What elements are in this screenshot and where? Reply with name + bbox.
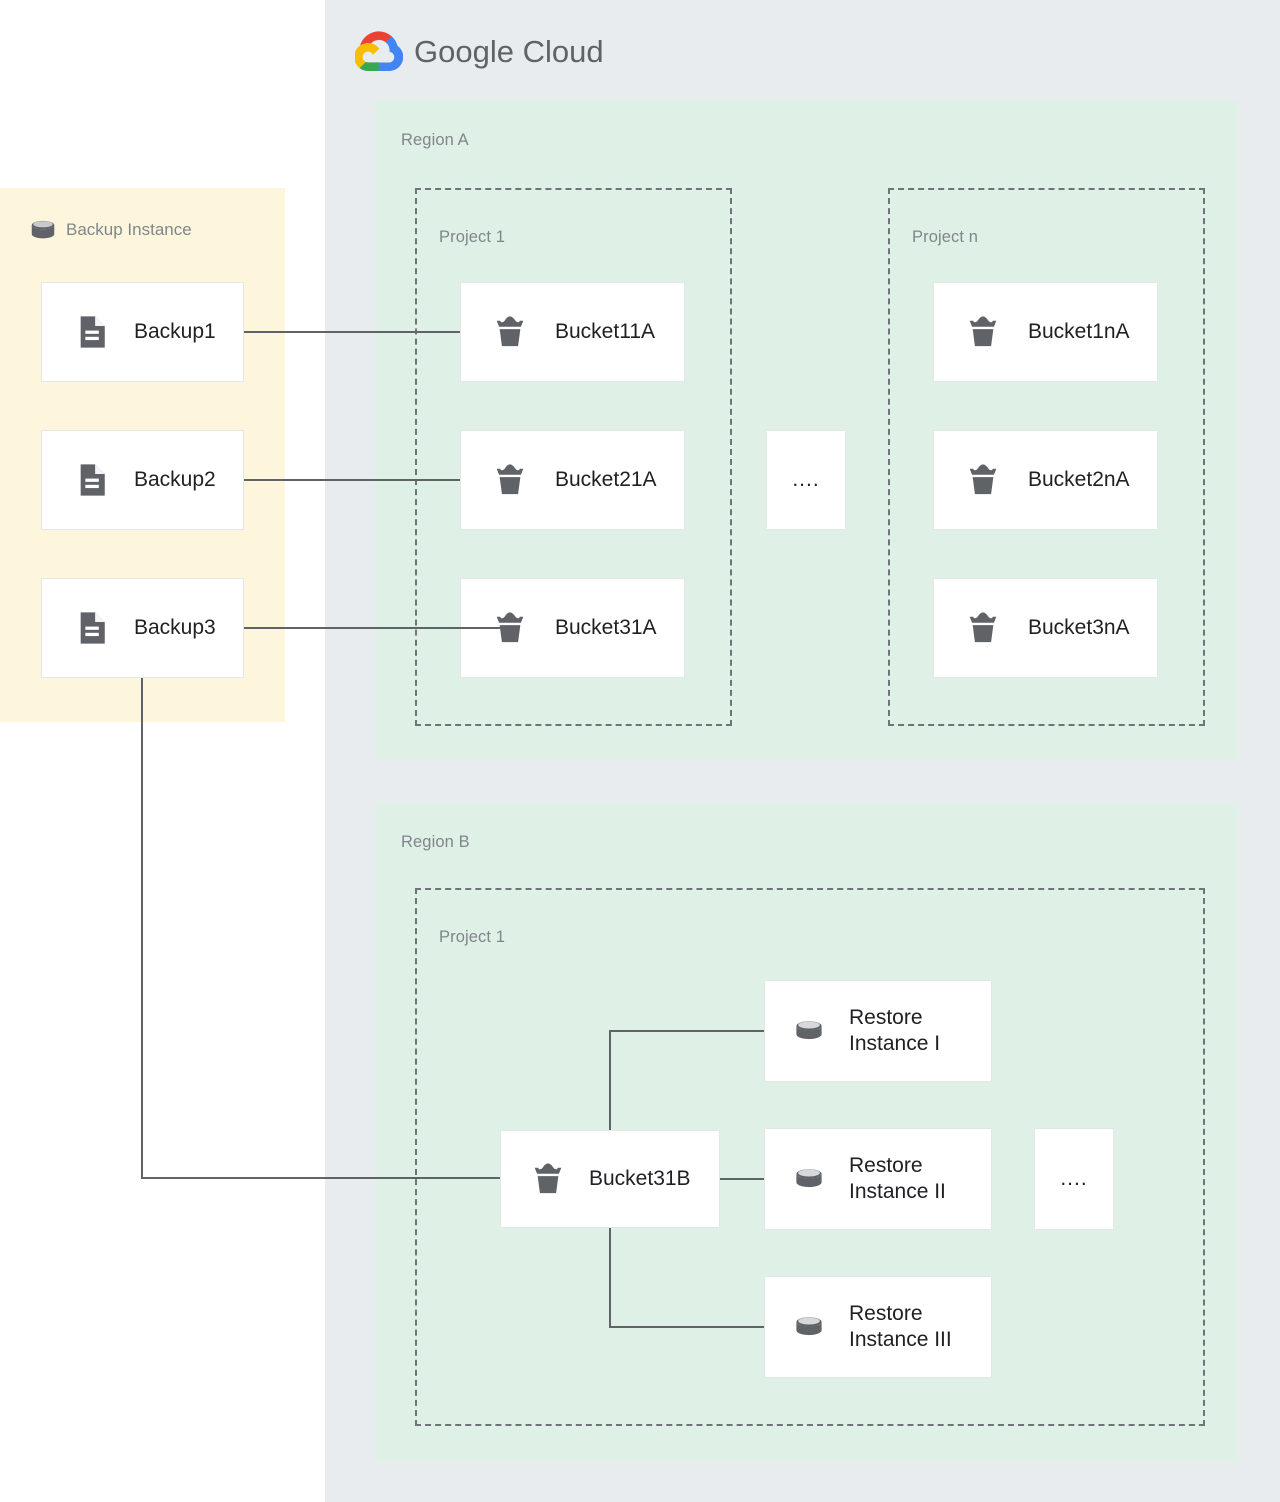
storage-bucket-icon (496, 316, 524, 347)
card-restore-instance-2[interactable]: Restore Instance II (764, 1128, 992, 1230)
project-label: Project 1 (439, 928, 506, 946)
card-bucket1na[interactable]: Bucket1nA (933, 282, 1158, 382)
card-restore-instance-3[interactable]: Restore Instance III (764, 1276, 992, 1378)
database-cylinder-icon (31, 220, 55, 239)
card-label: Restore Instance III (849, 1302, 952, 1351)
card-bucket2na[interactable]: Bucket2nA (933, 430, 1158, 530)
backup-instance-title: Backup Instance (66, 220, 192, 239)
card-label: Backup3 (134, 616, 216, 640)
card-label: Bucket31B (589, 1167, 691, 1191)
card-label: Bucket31A (555, 616, 657, 640)
storage-bucket-icon (969, 464, 997, 495)
project-label: Project 1 (439, 228, 506, 246)
database-cylinder-icon (796, 1317, 822, 1336)
region-a-ellipsis: .... (766, 430, 846, 530)
card-bucket31a[interactable]: Bucket31A (460, 578, 685, 678)
card-label: Bucket3nA (1028, 616, 1130, 640)
storage-bucket-icon (969, 316, 997, 347)
card-backup3[interactable]: Backup3 (41, 578, 244, 678)
storage-bucket-icon (534, 1163, 562, 1194)
card-restore-instance-1[interactable]: Restore Instance I (764, 980, 992, 1082)
document-icon (80, 316, 105, 348)
region-b-ellipsis: .... (1034, 1128, 1114, 1230)
card-backup2[interactable]: Backup2 (41, 430, 244, 530)
card-label: Restore Instance II (849, 1154, 946, 1203)
region-a-project-n: Project n (888, 188, 1205, 726)
brand-google: Google (414, 34, 514, 69)
google-cloud-logo-icon (355, 31, 403, 71)
brand-cloud: Cloud (522, 34, 604, 69)
storage-bucket-icon (496, 464, 524, 495)
card-bucket3na[interactable]: Bucket3nA (933, 578, 1158, 678)
database-cylinder-icon (796, 1169, 822, 1188)
card-bucket21a[interactable]: Bucket21A (460, 430, 685, 530)
card-label: Bucket11A (555, 320, 656, 344)
database-cylinder-icon (796, 1021, 822, 1040)
card-label: Restore Instance I (849, 1006, 941, 1055)
storage-bucket-icon (969, 612, 997, 643)
storage-bucket-icon (496, 612, 524, 643)
card-backup1[interactable]: Backup1 (41, 282, 244, 382)
document-icon (80, 612, 105, 644)
region-a-project-1: Project 1 (415, 188, 732, 726)
card-bucket11a[interactable]: Bucket11A (460, 282, 685, 382)
google-cloud-wordmark: Google Cloud (414, 36, 604, 67)
region-a-label: Region A (401, 131, 469, 149)
card-label: Bucket21A (555, 468, 657, 492)
card-bucket31b[interactable]: Bucket31B (500, 1130, 720, 1228)
card-label: Bucket1nA (1028, 320, 1130, 344)
card-label: Backup1 (134, 320, 216, 344)
project-label: Project n (912, 228, 979, 246)
region-b-label: Region B (401, 833, 470, 851)
card-label: Backup2 (134, 468, 216, 492)
document-icon (80, 464, 105, 496)
card-label: Bucket2nA (1028, 468, 1130, 492)
